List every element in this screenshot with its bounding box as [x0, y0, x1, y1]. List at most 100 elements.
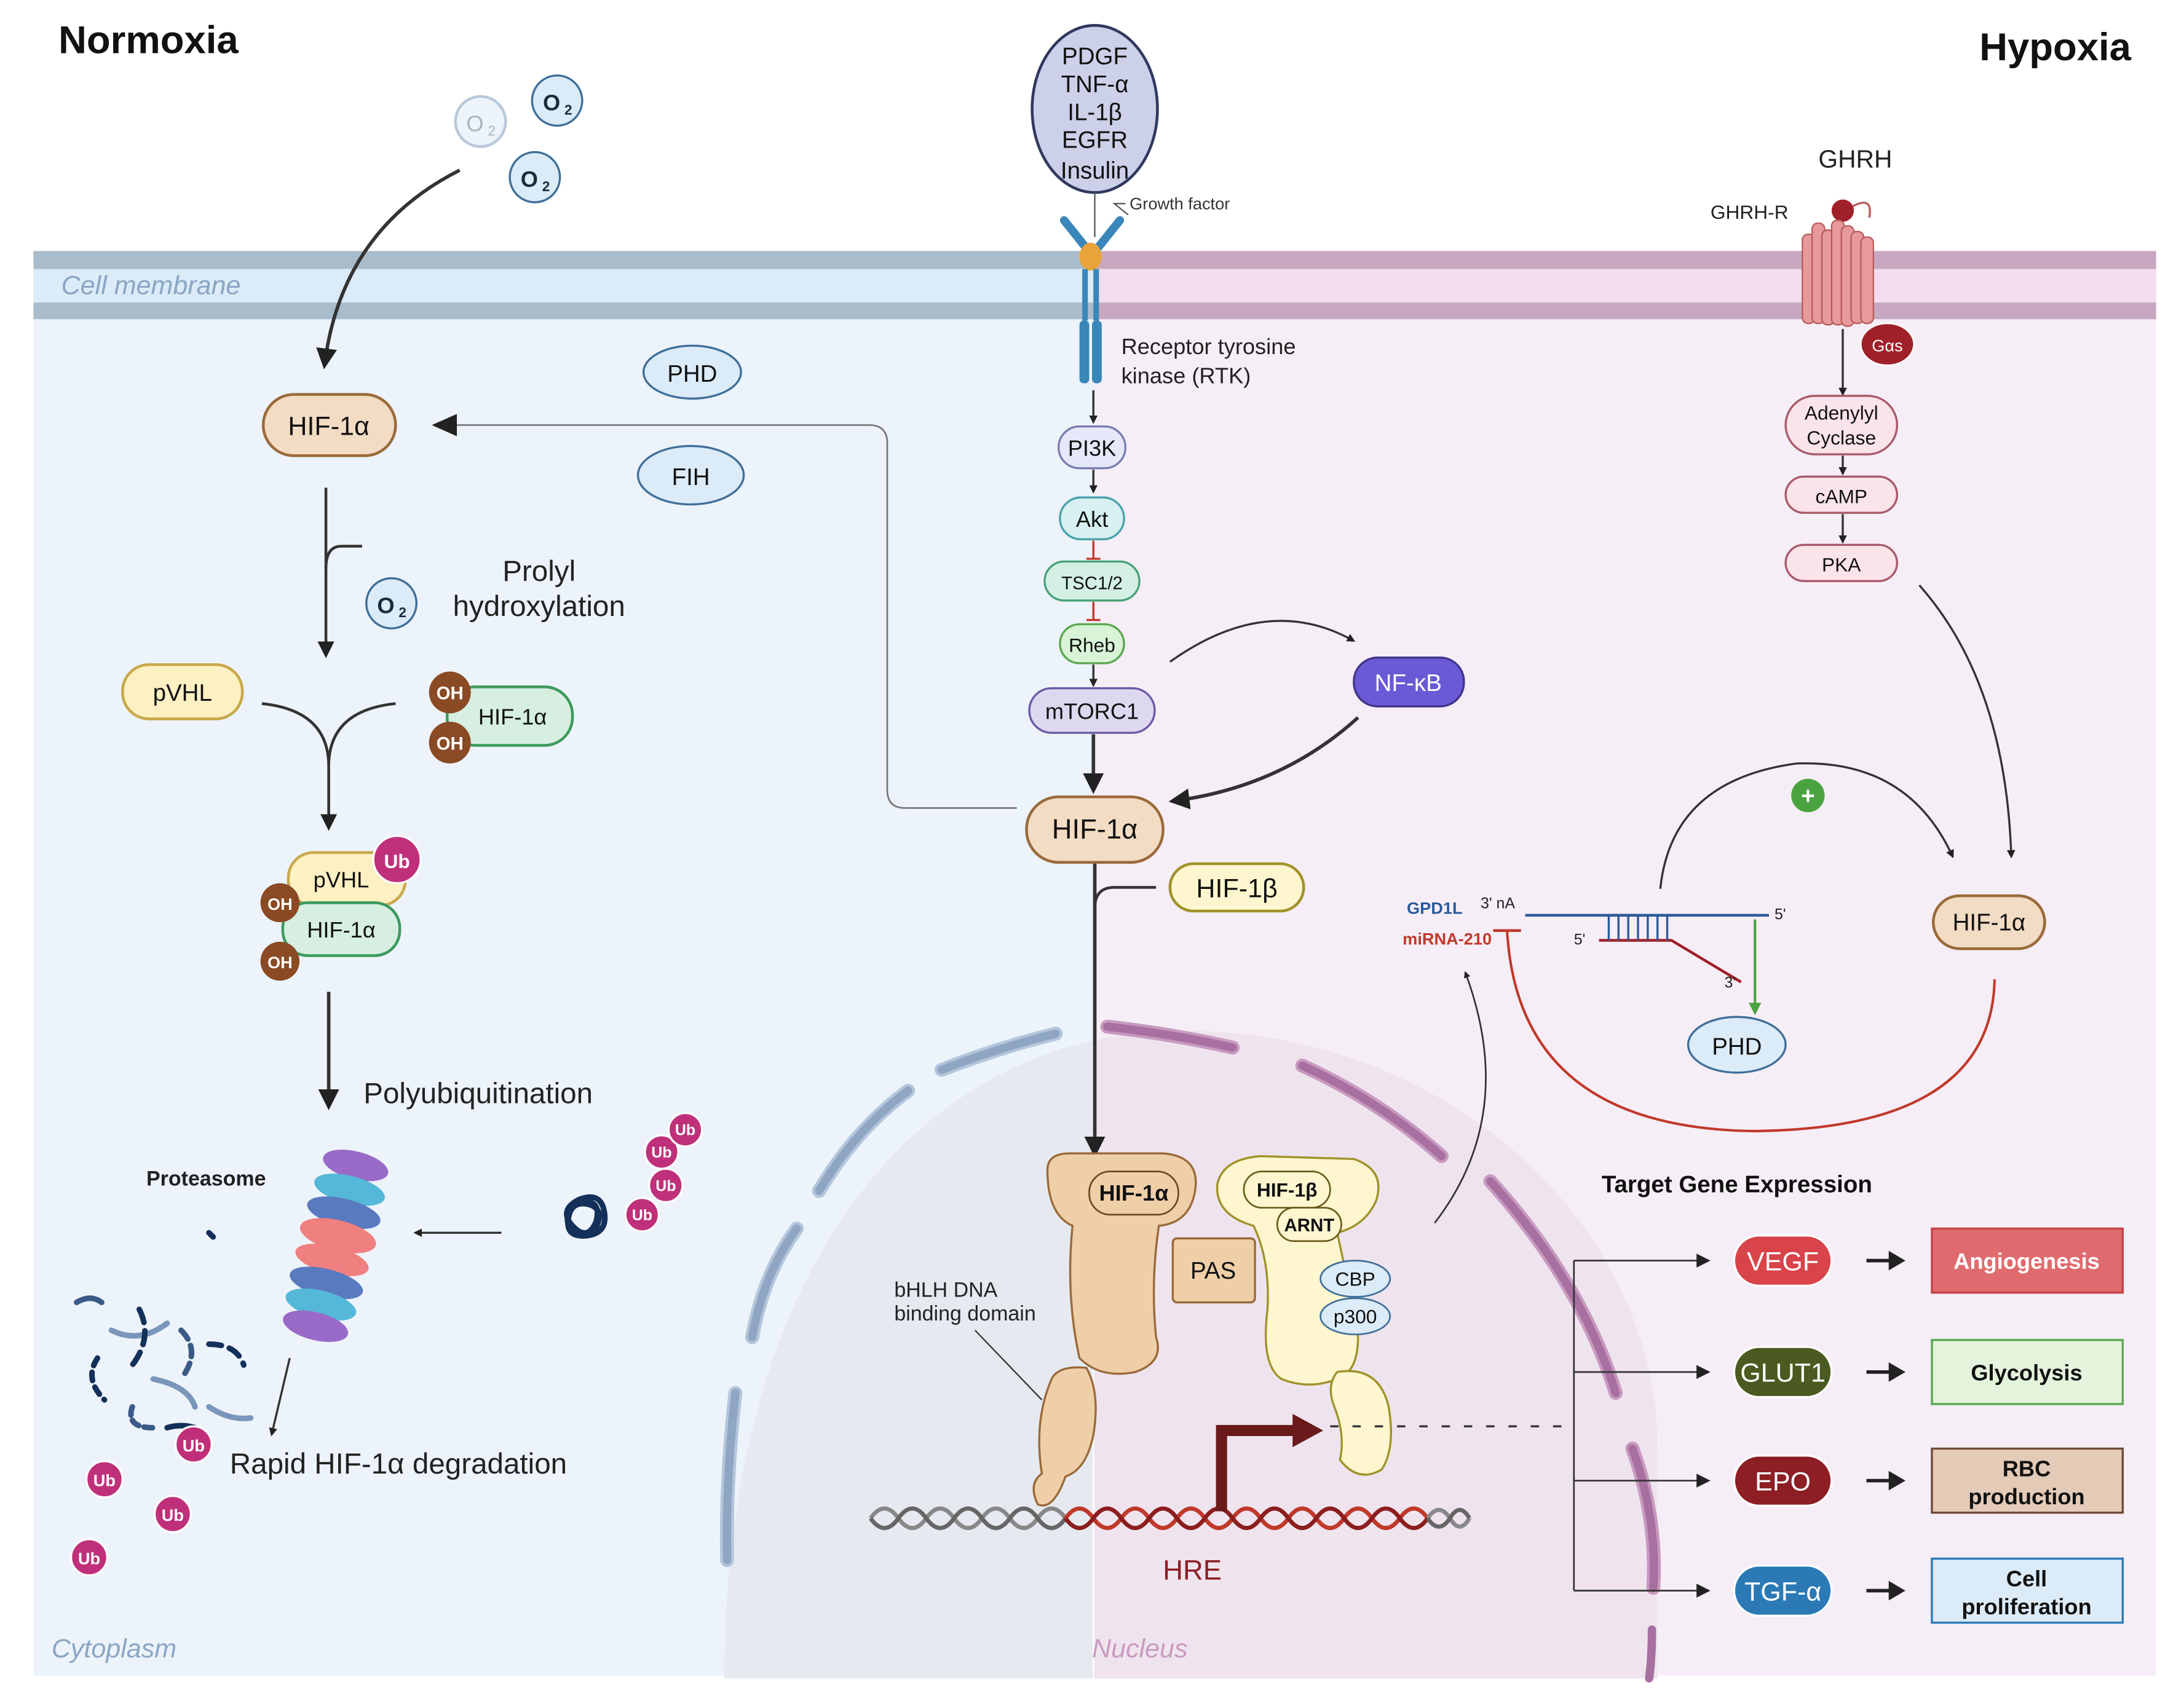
svg-text:ARNT: ARNT [1284, 1215, 1335, 1236]
gene-pill [1733, 1454, 1833, 1507]
growth-factor-ligand: PDGF TNF-α IL-1β EGFR Insulin [1031, 24, 1159, 194]
nfkb-node: NF-κB [1353, 657, 1465, 708]
outcome-box [1931, 1447, 2124, 1514]
free-ubiquitin: Ub Ub Ub Ub [69, 1425, 213, 1577]
svg-text:Gαs: Gαs [1872, 336, 1902, 355]
outcome-box [1931, 1339, 2124, 1405]
bhlh-label-1: bHLH DNA [894, 1279, 997, 1302]
ghrh-label: GHRH [1818, 144, 1892, 173]
svg-text:Adenylyl: Adenylyl [1805, 401, 1878, 424]
rheb-node: Rheb [1059, 623, 1125, 665]
svg-text:Ub: Ub [651, 1144, 671, 1161]
hydroxylated-hif1a: HIF-1α OH OH [429, 671, 574, 764]
svg-text:Ub: Ub [78, 1549, 100, 1568]
svg-text:HIF-1α: HIF-1α [288, 411, 369, 441]
hif-to-mirna-line [1506, 930, 1996, 1132]
svg-text:NF-κB: NF-κB [1375, 670, 1442, 697]
degradation-arrow [269, 1357, 291, 1437]
outcome-label: production [1968, 1484, 2084, 1509]
svg-text:Ub: Ub [93, 1471, 116, 1490]
svg-text:FIH: FIH [672, 464, 710, 491]
svg-text:TNF-α: TNF-α [1061, 71, 1129, 98]
pvhl-protein: pVHL [121, 663, 244, 720]
hif1a-dna-binding-subunit: HIF-1α [1032, 1152, 1197, 1507]
nfkb-to-hif-arrow [1168, 716, 1359, 810]
outcome-box [1931, 1227, 2124, 1294]
bhlh-label-2: binding domain [894, 1302, 1035, 1325]
svg-text:Ub: Ub [675, 1122, 695, 1139]
proteasome [283, 1150, 389, 1342]
svg-text:OH: OH [437, 684, 464, 704]
svg-text:CBP: CBP [1335, 1268, 1375, 1290]
growth-factor-caption: Growth factor [1130, 194, 1230, 213]
phd-hypoxia: PHD [1687, 1016, 1787, 1074]
outcome-label: Angiogenesis [1953, 1249, 2100, 1274]
oxygen-molecule: O 2 [365, 577, 418, 629]
mirna210-label: miRNA-210 [1403, 929, 1492, 948]
gas-protein: Gαs [1860, 322, 1915, 366]
oxygen-molecule: O 2 [508, 151, 561, 203]
hydroxylase-feedback-line [434, 424, 1017, 809]
outcome-label: Glycolysis [1971, 1360, 2082, 1385]
svg-text:Insulin: Insulin [1061, 157, 1129, 184]
dna-helix [869, 1506, 1471, 1530]
svg-text:2: 2 [542, 178, 550, 194]
phd-enzyme: PHD [642, 344, 742, 400]
svg-text:PDGF: PDGF [1062, 44, 1128, 70]
bhlh-pointer [974, 1330, 1043, 1400]
pi3k-node: PI3K [1057, 425, 1127, 470]
svg-text:PHD: PHD [667, 361, 717, 387]
five-prime-label: 5' [1775, 906, 1786, 923]
svg-text:mTORC1: mTORC1 [1045, 698, 1139, 724]
hif1a-central: HIF-1α [1025, 795, 1165, 864]
gpd1l-label: GPD1L [1407, 899, 1463, 918]
fih-enzyme: FIH [636, 444, 745, 506]
rtk-label-2: kinase (RTK) [1122, 363, 1251, 388]
nucleus-to-mirna-arrow [1434, 971, 1487, 1224]
degraded-fragments [74, 1229, 254, 1431]
svg-text:Ub: Ub [384, 850, 410, 872]
svg-text:cAMP: cAMP [1815, 485, 1867, 507]
svg-text:OH: OH [267, 894, 293, 914]
svg-text:EGFR: EGFR [1062, 127, 1128, 154]
oxygen-molecule: O 2 [454, 95, 507, 148]
gene-pill [1733, 1234, 1833, 1287]
polyubiquitination-label: Polyubiquitination [363, 1078, 593, 1110]
svg-text:O: O [521, 167, 538, 192]
svg-text:HIF-1α: HIF-1α [307, 917, 376, 942]
nuclear-envelope [719, 1019, 1661, 1683]
nucleus-label: Nucleus [1092, 1634, 1187, 1664]
proteasome-label: Proteasome [146, 1167, 266, 1190]
svg-text:2: 2 [564, 101, 572, 117]
pas-domain: PAS [1171, 1237, 1256, 1304]
outcome-label: Cell [2006, 1566, 2047, 1592]
transcription-start-arrow [1216, 1424, 1296, 1512]
positive-feedback-icon: + [1791, 778, 1825, 813]
oxygen-arrow [316, 168, 461, 369]
svg-text:HIF-1α: HIF-1α [1953, 910, 2026, 936]
gene-pill [1733, 1346, 1833, 1399]
svg-text:PKA: PKA [1822, 553, 1861, 575]
svg-text:PI3K: PI3K [1068, 435, 1117, 460]
svg-text:IL-1β: IL-1β [1067, 99, 1122, 125]
svg-text:Ub: Ub [632, 1207, 652, 1224]
svg-text:HIF-1β: HIF-1β [1196, 874, 1277, 903]
akt-node: Akt [1059, 496, 1125, 540]
oxygen-molecule: O 2 [531, 74, 584, 127]
ghrh-receptor [1802, 199, 1874, 327]
hif1a-hypoxia: HIF-1α [1931, 894, 2046, 950]
cell-membrane [33, 251, 2156, 320]
pka-to-hif-arrow [1918, 584, 2016, 859]
svg-text:HIF-1α: HIF-1α [478, 704, 547, 729]
svg-text:PAS: PAS [1190, 1258, 1236, 1284]
outcome-label: proliferation [1961, 1594, 2091, 1619]
gene-label: VEGF [1747, 1247, 1819, 1276]
normoxia-title: Normoxia [58, 19, 239, 62]
hif1a-normoxia: HIF-1α [261, 393, 397, 457]
svg-text:OH: OH [437, 733, 464, 754]
positive-feedback-arrow [1659, 762, 1954, 889]
